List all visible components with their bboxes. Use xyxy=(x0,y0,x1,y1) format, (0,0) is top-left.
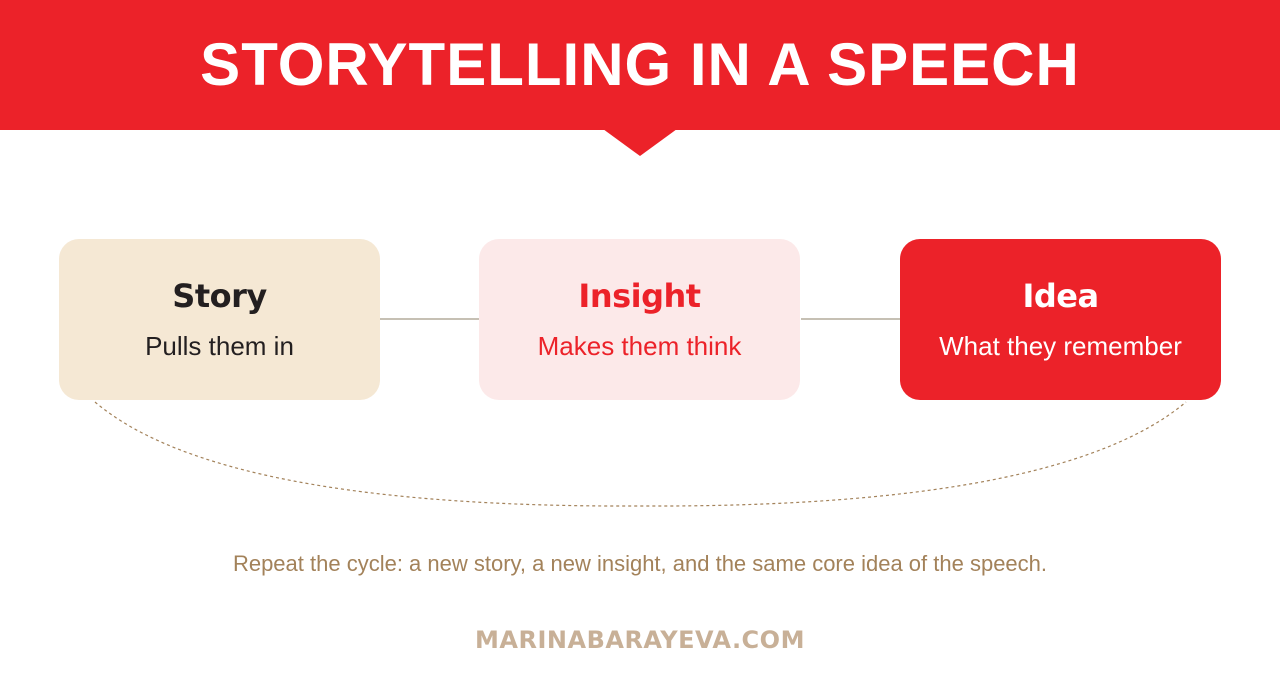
card-subtitle: Pulls them in xyxy=(145,331,294,361)
banner-pointer xyxy=(603,129,677,156)
card-subtitle: Makes them think xyxy=(537,331,742,361)
card-heading: Idea xyxy=(1022,277,1099,315)
title-banner xyxy=(0,0,1280,130)
card-insight: Insight Makes them think xyxy=(479,239,800,400)
page-title: STORYTELLING IN A SPEECH xyxy=(200,31,1080,98)
cycle-caption: Repeat the cycle: a new story, a new ins… xyxy=(232,551,1048,576)
card-idea: Idea What they remember xyxy=(900,239,1221,400)
cycle-arc xyxy=(94,401,1187,507)
footer-website: MARINABARAYEVA.COM xyxy=(475,626,805,654)
card-subtitle: What they remember xyxy=(939,331,1182,361)
card-heading: Insight xyxy=(578,277,701,315)
card-story: Story Pulls them in xyxy=(59,239,380,400)
card-heading: Story xyxy=(172,277,267,315)
